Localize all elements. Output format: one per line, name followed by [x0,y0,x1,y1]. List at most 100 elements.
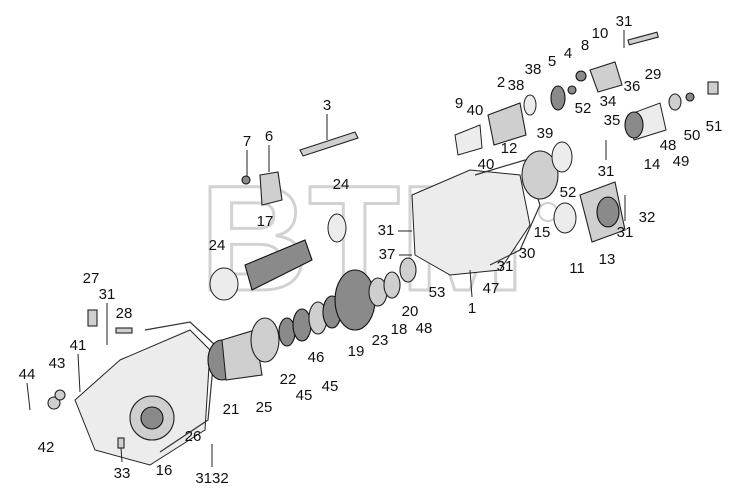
callout-50: 50 [684,127,701,144]
upper-right-group [454,31,719,156]
part-5-gear [550,85,566,111]
callout-52-lower: 52 [560,184,577,201]
callout-38a: 38 [508,77,525,94]
part-17-shaft-gear [244,239,313,291]
left-cover-group [47,309,216,466]
callout-39: 39 [537,125,554,142]
callout-37: 37 [379,246,396,263]
shaft-stack [207,131,417,381]
part-16-rear-cover [74,329,211,466]
callout-43: 43 [49,355,66,372]
callout-45-lower: 45 [296,387,313,404]
callout-25: 25 [256,399,273,416]
part-12-gasket [474,159,541,266]
callout-5: 5 [548,53,556,70]
part-52a-seal [551,141,573,173]
callout-42: 42 [38,439,55,456]
callout-53: 53 [429,284,446,301]
leader-44 [26,382,31,411]
callout-44: 44 [19,366,36,383]
callout-15: 15 [534,224,551,241]
callout-19: 19 [348,343,365,360]
callout-12: 12 [501,140,518,157]
callout-31-center: 31 [378,222,395,239]
callout-11: 11 [569,260,585,277]
callout-24-upper: 24 [333,176,350,193]
callout-28: 28 [116,305,133,322]
part-3-rod [299,131,359,157]
callout-52: 52 [575,100,592,117]
callout-40: 40 [467,102,484,119]
part-15-cover [521,150,559,200]
callout-6: 6 [265,128,273,145]
callout-10: 10 [592,25,609,42]
callout-33: 33 [114,465,131,482]
part-16-bore-inner [140,406,164,430]
leader-33 [120,447,123,463]
part-18-ring [383,271,401,299]
part-42-ring [47,396,61,410]
part-19-gear [334,269,376,331]
callout-1: 1 [468,300,476,317]
callout-14: 14 [644,156,661,173]
part-11-ring [553,202,577,234]
part-50-nut [685,92,695,102]
part-24a-bearing [209,267,239,301]
part-51-plug [707,81,719,95]
callout-18: 18 [391,321,408,338]
part-14-spline [624,111,644,139]
callout-31-case: 31 [497,258,514,275]
part-43-seal [54,389,66,401]
callout-30: 30 [519,245,536,262]
part-9-plate [454,124,483,156]
part-33-pin [117,437,125,449]
callout-49: 49 [673,153,690,170]
callout-48: 48 [416,320,433,337]
callout-35: 35 [604,112,621,129]
callout-20: 20 [402,303,419,320]
callout-40-lower: 40 [478,156,495,173]
callout-41: 41 [70,337,87,354]
callout-17: 17 [257,213,274,230]
part-1-case [411,169,531,276]
callout-26: 26 [185,428,202,445]
callout-31-right: 31 [617,224,634,241]
leader-1 [469,269,473,298]
part-8-seal [575,70,587,82]
callout-16: 16 [156,462,173,479]
part-45a-ring [292,308,312,342]
callout-7: 7 [243,133,251,150]
leader-lines [26,30,626,467]
callout-51: 51 [706,118,723,135]
part-6-fork [259,171,283,206]
part-28-bolt [115,327,133,334]
callout-34: 34 [600,93,617,110]
part-4-washer [567,85,577,95]
callout-8: 8 [581,37,589,54]
callout-23: 23 [372,332,389,349]
callout-31-mid: 31 [598,163,615,180]
callout-48-right: 48 [660,137,677,154]
part-2-housing [487,102,527,146]
part-31-bolt-top [627,31,659,46]
part-7-ball [241,175,251,185]
callout-2: 2 [497,74,505,91]
part-13-bore [596,196,620,228]
callout-36: 36 [624,78,641,95]
callout-22: 22 [280,371,297,388]
callout-38b: 38 [525,61,542,78]
callout-21: 21 [223,401,240,418]
callout-3132: 3132 [195,470,228,487]
callout-29: 29 [645,66,662,83]
callout-32-right: 32 [639,209,656,226]
callout-47: 47 [483,280,500,297]
part-25-ring [250,317,280,363]
callout-46: 46 [308,349,325,366]
callout-45: 45 [322,378,339,395]
part-20-ring [399,257,417,283]
callout-4: 4 [564,45,572,62]
main-case-group [411,141,626,276]
callout-31-top: 31 [616,13,633,30]
